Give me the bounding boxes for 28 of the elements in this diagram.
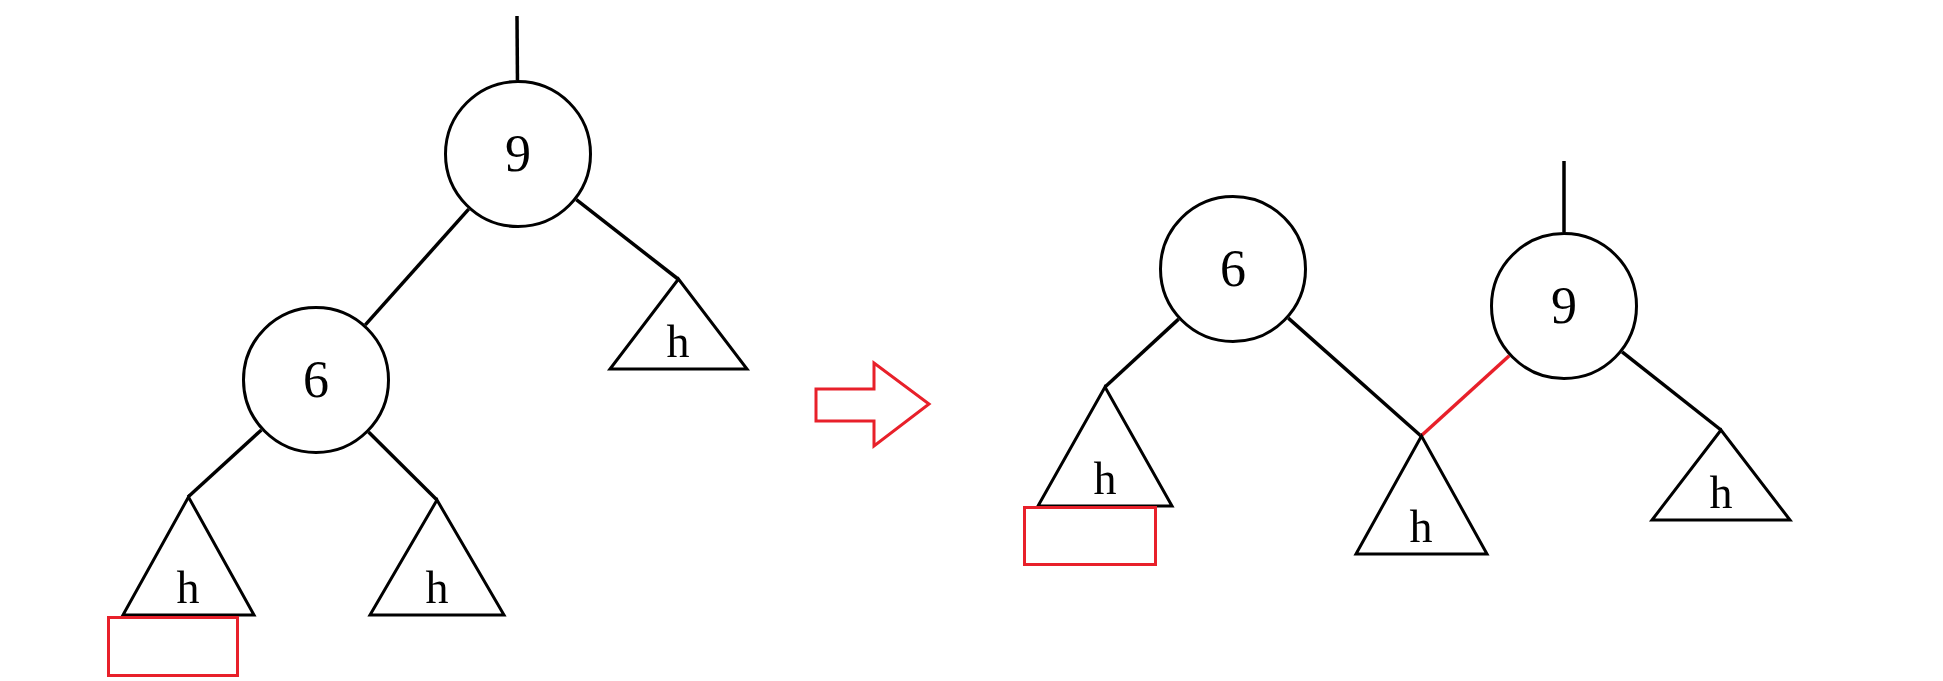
node-label: h <box>1709 470 1733 516</box>
tree-edge <box>1621 350 1723 432</box>
empty-slot-box <box>1023 506 1157 566</box>
subtree-triangle <box>1355 436 1487 554</box>
node-label: 9 <box>505 128 531 180</box>
node-label: 6 <box>303 354 329 406</box>
subtree-triangle <box>1038 387 1172 506</box>
node-label: 9 <box>1551 280 1577 332</box>
node-label: h <box>1409 504 1433 550</box>
tree-edge <box>1287 316 1423 438</box>
subtree-triangle <box>122 497 254 615</box>
tree-edge <box>1562 161 1566 232</box>
subtree-triangle <box>609 279 747 369</box>
subtree-triangle <box>1652 430 1790 520</box>
tree-edge <box>364 208 470 326</box>
empty-slot-box <box>107 616 239 677</box>
node-label: h <box>176 565 200 611</box>
node-label: h <box>666 319 690 365</box>
subtree-triangle <box>370 500 504 615</box>
node-label: h <box>1093 456 1117 502</box>
tree-edge <box>1103 317 1180 389</box>
tree-edge <box>575 198 680 281</box>
node-label: h <box>425 565 449 611</box>
node-label: 6 <box>1220 243 1246 295</box>
tree-edge <box>1419 354 1511 438</box>
tree-edge <box>186 428 263 499</box>
tree-edge <box>515 16 520 80</box>
tree-edge <box>367 430 439 502</box>
